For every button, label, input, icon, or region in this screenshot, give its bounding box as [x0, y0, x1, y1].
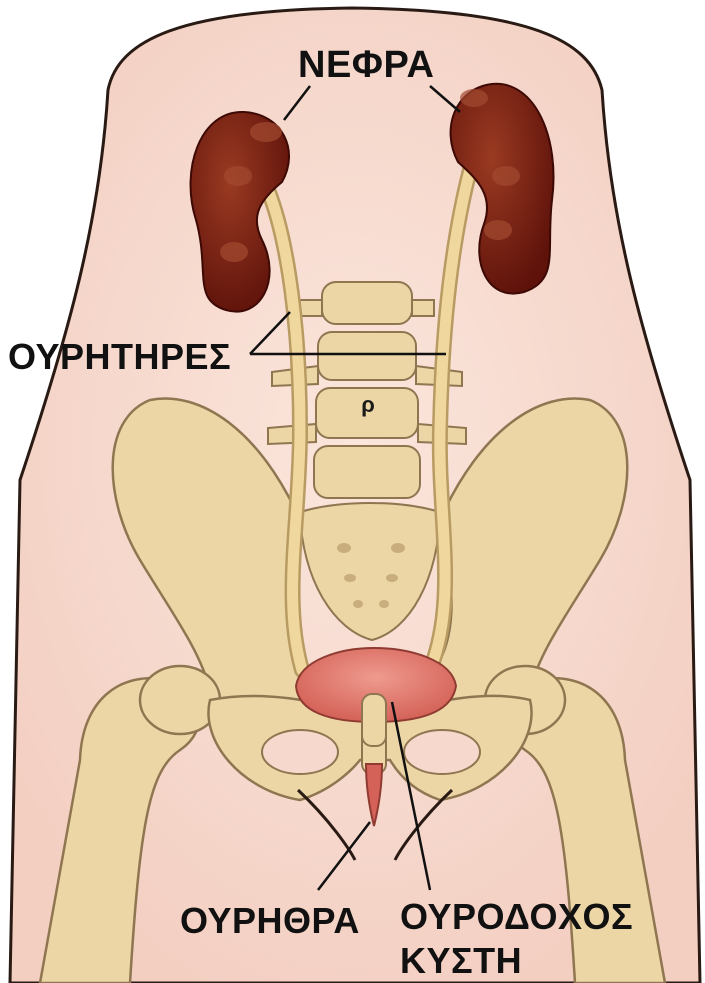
bladder-label-line2: ΚΥΣΤΗ — [400, 940, 522, 982]
ureters-label: ΟΥΡΗΤΗΡΕΣ — [8, 336, 231, 378]
urethra-label: ΟΥΡΗΘΡΑ — [180, 900, 360, 942]
kidneys-label: ΝΕΦΡΑ — [298, 44, 434, 87]
svg-text:ρ: ρ — [361, 392, 375, 417]
bladder-label-line1: ΟΥΡΟΔΟΧΟΣ — [400, 896, 633, 938]
